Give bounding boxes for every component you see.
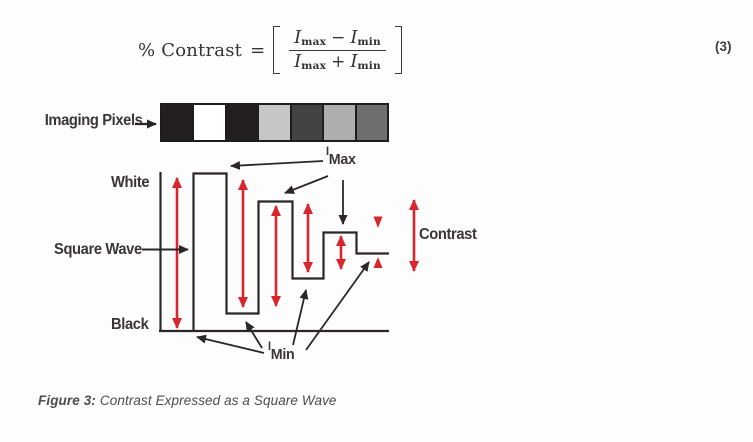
imin-callout-arrow-1 xyxy=(196,334,265,354)
pixel-cell xyxy=(291,105,323,140)
imaging-pixels-label: Imaging Pixels xyxy=(44,112,143,129)
imin-label-base: I xyxy=(268,341,271,353)
imax-label-base: I xyxy=(326,146,329,158)
equation-number: (3) xyxy=(715,39,732,54)
left-bracket xyxy=(273,26,281,74)
imin-label-sub: Min xyxy=(270,346,295,363)
imax-symbol: I xyxy=(294,26,302,48)
imin-callout-arrow-2 xyxy=(245,321,263,349)
imax-symbol: I xyxy=(294,50,302,72)
contrast-arrowhead-down xyxy=(373,216,383,228)
figure-caption-text: Contrast Expressed as a Square Wave xyxy=(99,393,337,408)
max-subscript: max xyxy=(301,59,327,72)
contrast-arrowhead-up xyxy=(373,257,383,268)
pixel-cell xyxy=(356,105,387,140)
min-subscript: min xyxy=(357,59,381,72)
imax-label: IMax xyxy=(326,146,356,169)
imin-callout-arrow-3 xyxy=(292,289,309,346)
imax-callout-arrow-2 xyxy=(284,175,329,194)
contrast-label: Contrast xyxy=(419,226,477,243)
pixel-cell xyxy=(259,105,290,140)
imax-callout-arrow-1 xyxy=(230,160,324,171)
pixel-cell xyxy=(194,105,225,140)
imin-callout-arrow-4 xyxy=(305,261,370,351)
pixel-cell xyxy=(324,105,355,140)
pixel-strip xyxy=(160,103,389,142)
white-level-label: White xyxy=(111,174,150,191)
equation-lhs: % Contrast xyxy=(138,39,243,61)
min-subscript: min xyxy=(357,35,381,48)
figure-caption: Figure 3:Contrast Expressed as a Square … xyxy=(38,393,337,408)
figure-caption-prefix: Figure 3: xyxy=(38,393,96,408)
imin-symbol: I xyxy=(350,50,358,72)
imin-symbol: I xyxy=(350,26,358,48)
square-wave-label: Square Wave xyxy=(54,241,142,258)
square-wave-trace xyxy=(192,172,389,331)
equals-sign: = xyxy=(250,39,266,61)
pixel-cell xyxy=(162,105,193,140)
pixel-cell xyxy=(226,105,258,140)
plus-operator: + xyxy=(331,51,346,72)
imin-label: IMin xyxy=(268,341,295,364)
right-bracket xyxy=(394,26,402,74)
imax-label-sub: Max xyxy=(328,151,356,168)
black-level-label: Black xyxy=(111,316,149,333)
max-subscript: max xyxy=(301,35,327,48)
minus-operator: − xyxy=(331,27,346,48)
